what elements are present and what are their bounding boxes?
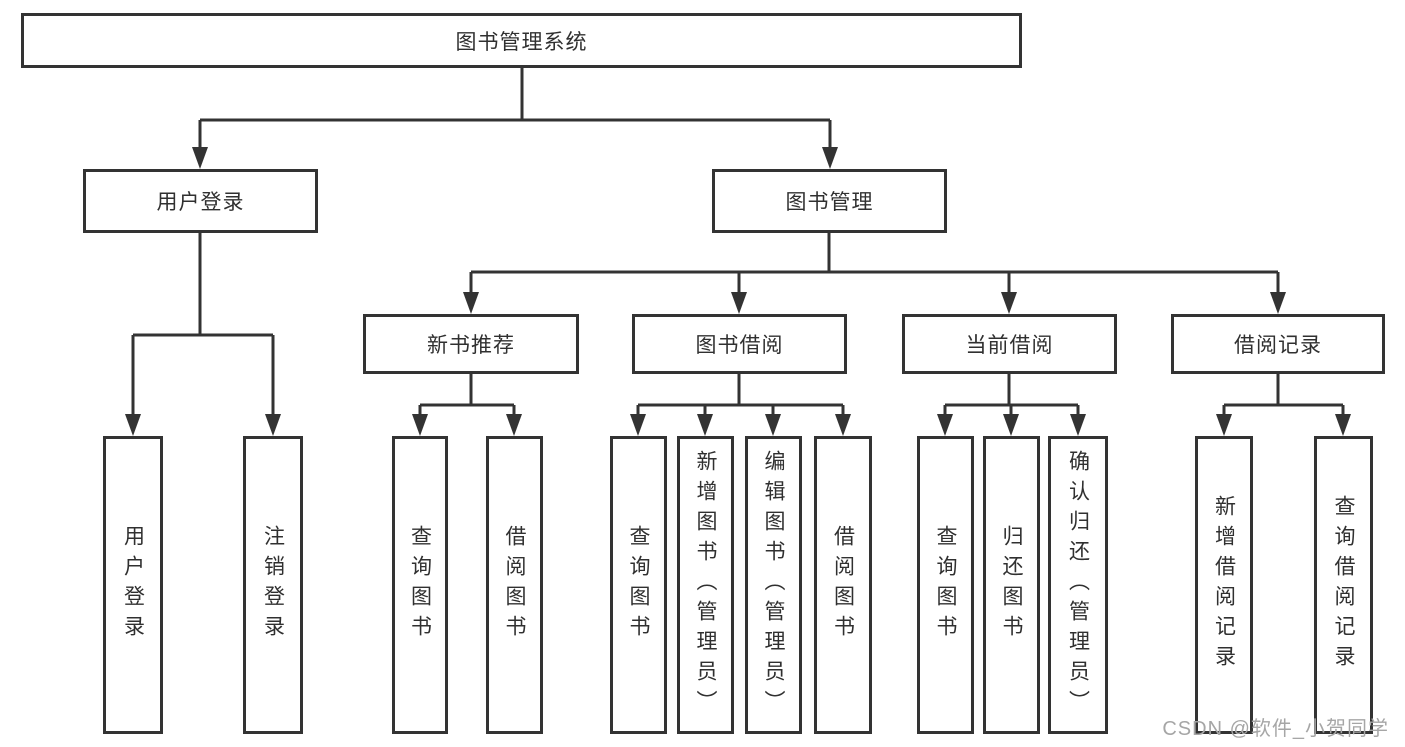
node-root: 图书管理系统 xyxy=(21,13,1022,68)
node-book-borrow: 图书借阅 xyxy=(632,314,847,374)
node-new-book-recommend: 新书推荐 xyxy=(363,314,579,374)
leaf-bb-edit-books-admin-label: 编辑图书（管理员） xyxy=(762,450,785,720)
node-borrow-records-label: 借阅记录 xyxy=(1234,334,1322,357)
leaf-user-login: 用户登录 xyxy=(103,436,163,734)
leaf-bb-query-books: 查询图书 xyxy=(610,436,667,734)
arrowheads xyxy=(125,147,1351,436)
leaf-logout-login-label: 注销登录 xyxy=(261,525,285,645)
leaf-bb-edit-books-admin: 编辑图书（管理员） xyxy=(745,436,802,734)
leaf-logout-login: 注销登录 xyxy=(243,436,303,734)
leaf-cb-query-books-label: 查询图书 xyxy=(934,525,957,645)
leaf-nb-query-books: 查询图书 xyxy=(392,436,448,734)
leaf-cb-confirm-return-admin-label: 确认归还（管理员） xyxy=(1066,450,1090,720)
node-current-borrow: 当前借阅 xyxy=(902,314,1117,374)
leaf-cb-return-books: 归还图书 xyxy=(983,436,1040,734)
node-user-login: 用户登录 xyxy=(83,169,318,233)
leaf-br-add-record-label: 新增借阅记录 xyxy=(1212,495,1236,675)
csdn-watermark: CSDN @软件_小贺同学 xyxy=(1162,718,1389,740)
node-user-login-label: 用户登录 xyxy=(156,191,245,214)
leaf-bb-add-books-admin-label: 新增图书（管理员） xyxy=(694,450,717,720)
leaf-cb-return-books-label: 归还图书 xyxy=(1000,525,1023,645)
node-book-management: 图书管理 xyxy=(712,169,947,233)
node-borrow-records: 借阅记录 xyxy=(1171,314,1385,374)
node-root-label: 图书管理系统 xyxy=(455,30,588,54)
node-book-management-label: 图书管理 xyxy=(785,191,874,214)
leaf-nb-borrow-books-label: 借阅图书 xyxy=(503,525,526,645)
node-book-borrow-label: 图书借阅 xyxy=(695,334,784,357)
leaf-user-login-label: 用户登录 xyxy=(121,525,145,645)
node-new-book-recommend-label: 新书推荐 xyxy=(427,334,515,357)
leaf-br-add-record: 新增借阅记录 xyxy=(1195,436,1253,734)
node-current-borrow-label: 当前借阅 xyxy=(965,334,1054,357)
leaf-cb-confirm-return-admin: 确认归还（管理员） xyxy=(1048,436,1108,734)
leaf-bb-borrow-books-label: 借阅图书 xyxy=(831,525,855,645)
leaf-bb-borrow-books: 借阅图书 xyxy=(814,436,872,734)
leaf-bb-add-books-admin: 新增图书（管理员） xyxy=(677,436,734,734)
leaf-nb-query-books-label: 查询图书 xyxy=(408,525,432,645)
leaf-br-query-record-label: 查询借阅记录 xyxy=(1332,495,1355,675)
leaf-nb-borrow-books: 借阅图书 xyxy=(486,436,543,734)
leaf-bb-query-books-label: 查询图书 xyxy=(627,525,650,645)
leaf-cb-query-books: 查询图书 xyxy=(917,436,974,734)
leaf-br-query-record: 查询借阅记录 xyxy=(1314,436,1373,734)
